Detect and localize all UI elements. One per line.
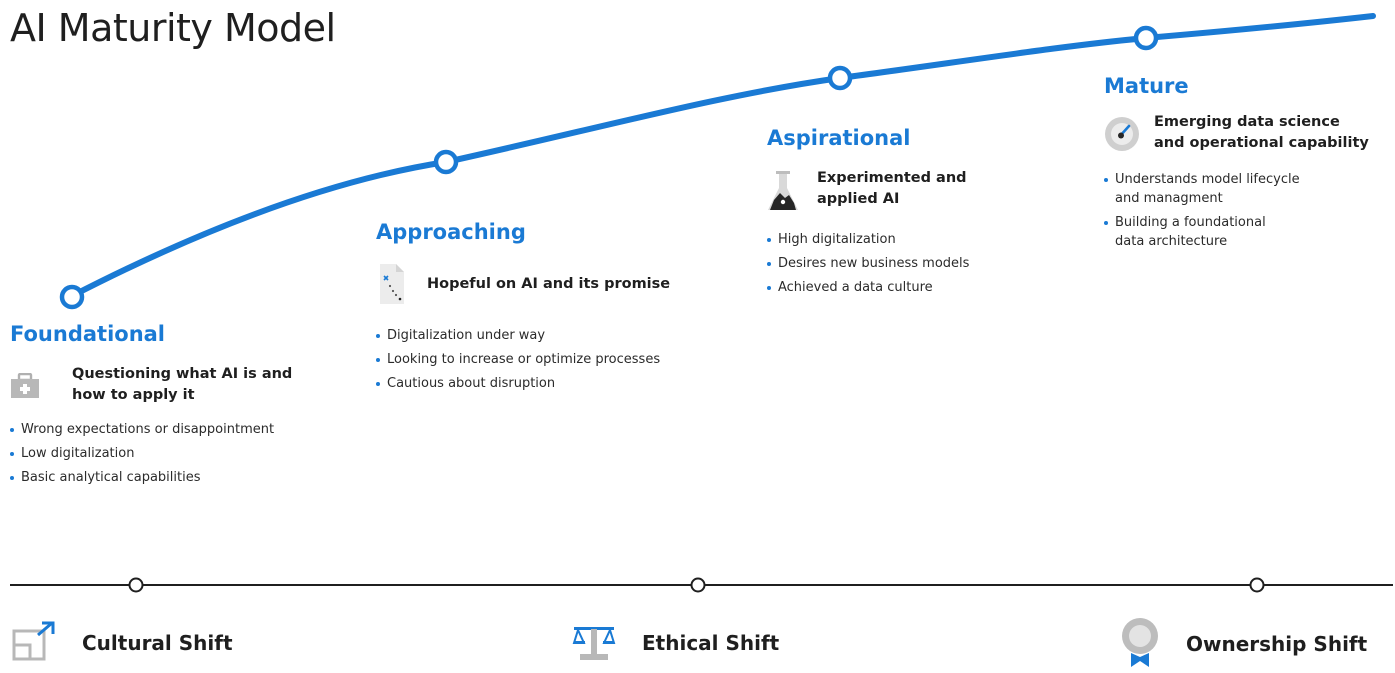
stage-headline: Emerging data science and operational ca… — [1104, 112, 1369, 156]
stage-title: Mature — [1104, 74, 1189, 98]
list-item: Low digitalization — [10, 444, 292, 463]
bullet-list: High digitalization Desires new business… — [767, 230, 969, 297]
bullet-list: Digitalization under way Looking to incr… — [376, 326, 670, 393]
page-title: AI Maturity Model — [10, 6, 336, 50]
flask-icon — [767, 170, 801, 216]
shift-cultural: Cultural Shift — [12, 621, 233, 665]
bullet-list: Wrong expectations or disappointment Low… — [10, 420, 292, 487]
stage-approaching: Approaching Hopeful on AI and its promis… — [376, 220, 670, 398]
headline-line: Hopeful on AI and its promise — [427, 276, 671, 292]
curve-line — [67, 13, 1376, 300]
list-item: Cautious about disruption — [376, 374, 670, 393]
list-item: Basic analytical capabilities — [10, 468, 292, 487]
list-item: Desires new business models — [767, 254, 969, 273]
headline-line: applied AI — [817, 191, 900, 207]
briefcase-icon — [10, 372, 40, 403]
shift-marker-ownership — [1249, 577, 1265, 593]
headline-line: and operational capability — [1154, 135, 1369, 151]
document-sketch-icon — [376, 262, 406, 310]
stage-title: Approaching — [376, 220, 526, 244]
stage-marker-approaching — [433, 149, 459, 175]
shift-marker-cultural — [128, 577, 144, 593]
shift-label: Cultural Shift — [82, 631, 233, 655]
shift-label: Ownership Shift — [1186, 632, 1368, 656]
headline-line: Emerging data science — [1154, 114, 1340, 130]
shift-marker-ethical — [690, 577, 706, 593]
stage-title: Aspirational — [767, 126, 911, 150]
stage-mature: Mature Emerging data science and operati… — [1104, 74, 1369, 256]
headline-line: Questioning what AI is and — [72, 366, 293, 382]
list-item: Looking to increase or optimize processe… — [376, 350, 670, 369]
stage-headline: Hopeful on AI and its promise — [376, 262, 670, 310]
bullet-list: Understands model lifecycle and managmen… — [1104, 170, 1369, 251]
stage-headline: Experimented and applied AI — [767, 168, 969, 216]
list-item: High digitalization — [767, 230, 969, 249]
expand-arrow-icon — [12, 621, 56, 665]
list-item: Digitalization under way — [376, 326, 670, 345]
gauge-icon — [1104, 116, 1140, 156]
stage-title: Foundational — [10, 322, 166, 346]
list-item: Understands model lifecycle and managmen… — [1104, 170, 1369, 208]
shift-ownership: Ownership Shift — [1118, 616, 1367, 672]
list-item: Building a foundational data architectur… — [1104, 213, 1369, 251]
shift-label: Ethical Shift — [642, 631, 780, 655]
stage-marker-foundational — [59, 284, 85, 310]
award-ribbon-icon — [1118, 616, 1162, 672]
stage-foundational: Foundational Questioning what AI is and … — [10, 322, 292, 492]
stage-aspirational: Aspirational Experimented and applied AI… — [767, 126, 969, 302]
headline-line: how to apply it — [72, 387, 195, 403]
stage-marker-mature — [1133, 25, 1159, 51]
stage-headline: Questioning what AI is and how to apply … — [10, 364, 292, 406]
stage-marker-aspirational — [827, 65, 853, 91]
list-item: Achieved a data culture — [767, 278, 969, 297]
shift-ethical: Ethical Shift — [572, 621, 779, 665]
balance-scale-icon — [572, 621, 616, 665]
list-item: Wrong expectations or disappointment — [10, 420, 292, 439]
headline-line: Experimented and — [817, 170, 967, 186]
